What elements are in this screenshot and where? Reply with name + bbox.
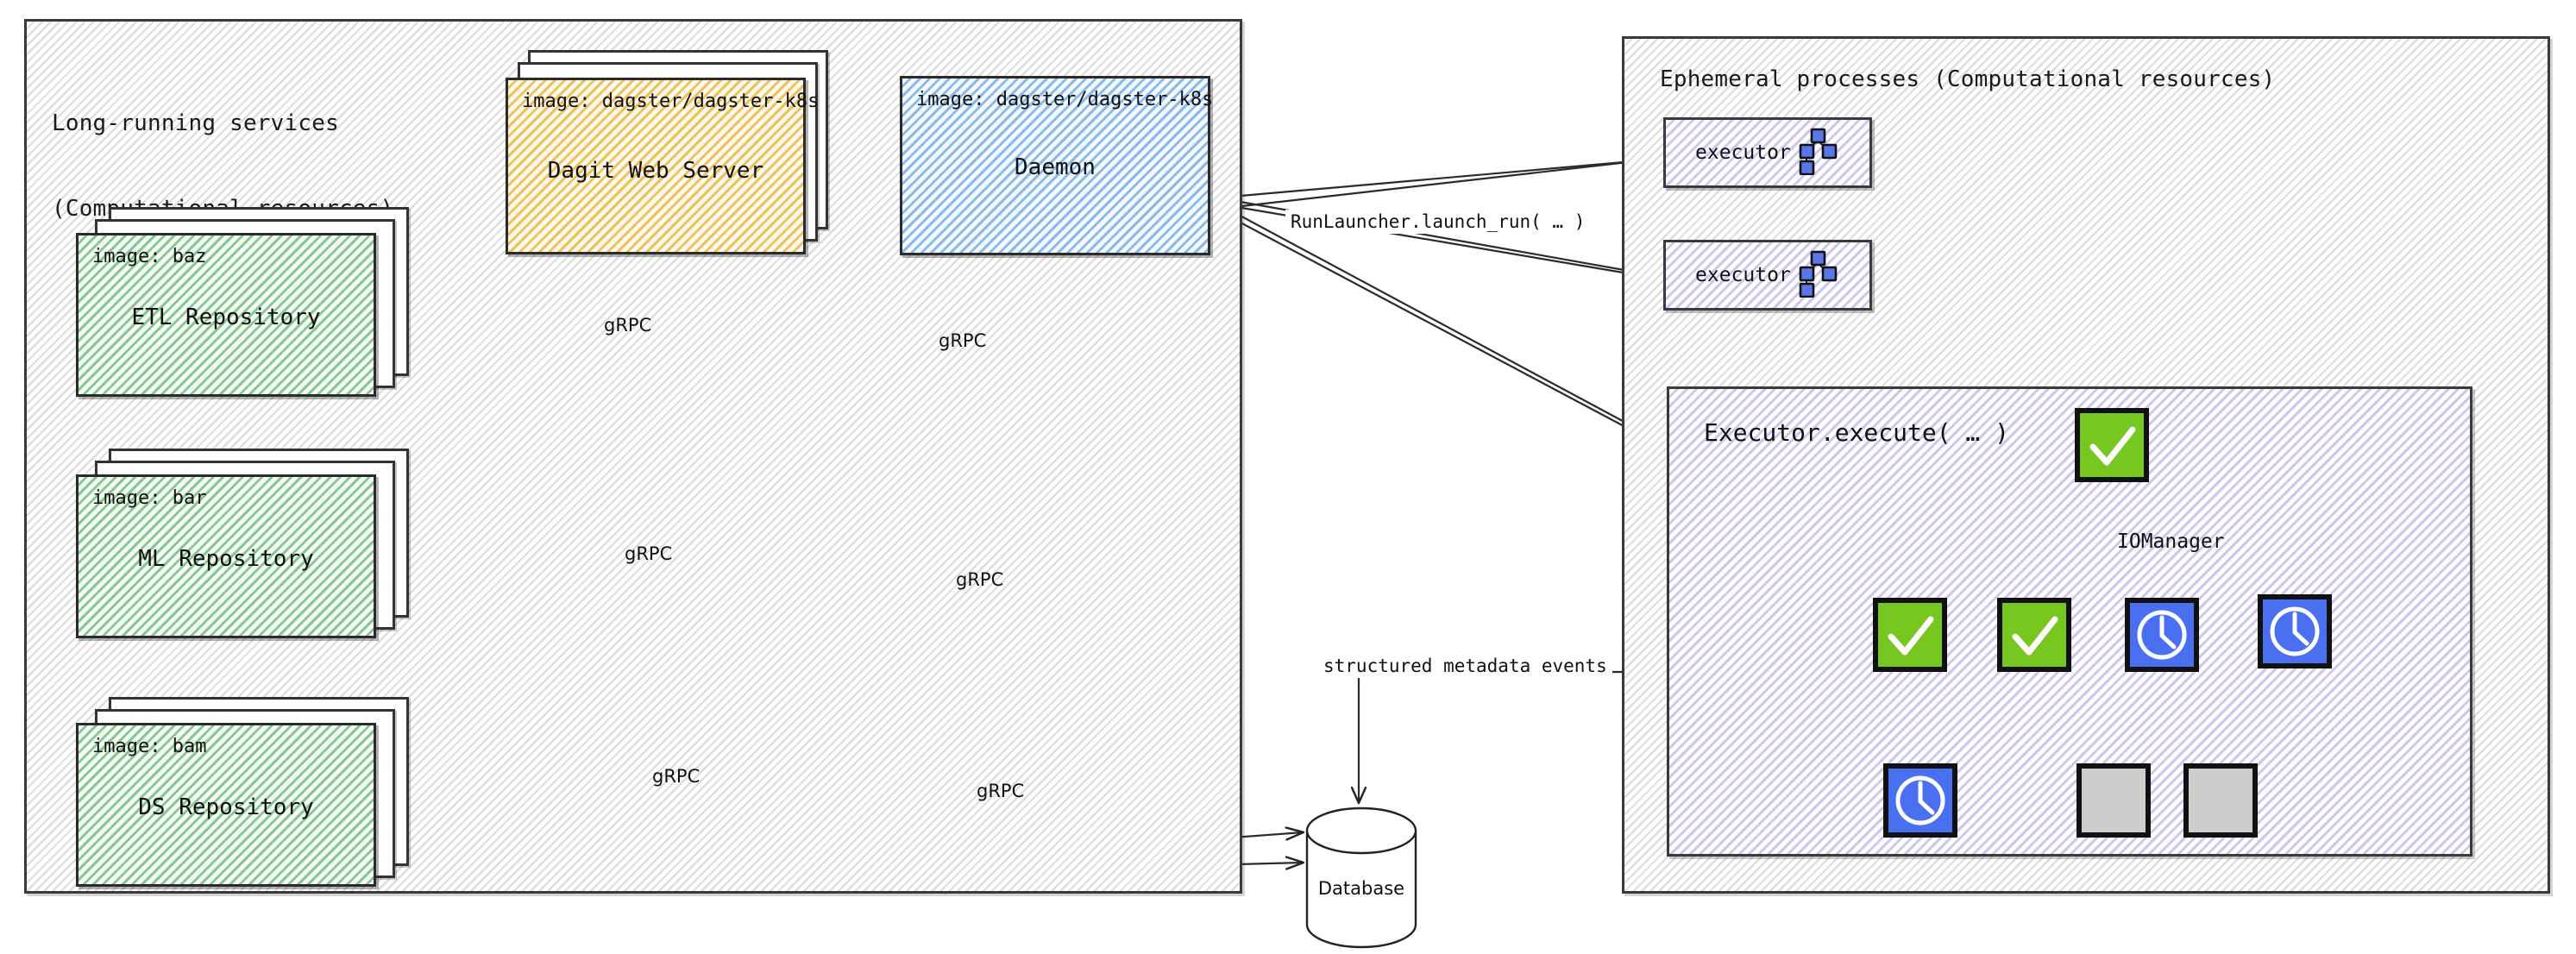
grpc-label-daemon-etl: gRPC (939, 330, 987, 351)
dagit-web-server-card[interactable]: image: dagster/dagster-k8s Dagit Web Ser… (506, 50, 833, 257)
executor-2-label: executor (1695, 264, 1791, 286)
run-launcher-label: RunLauncher.launch_run( … ) (1285, 210, 1591, 234)
dag-icon (1795, 249, 1840, 301)
ml-image-label: image: bar (92, 487, 207, 509)
grpc-label-dagit-ml: gRPC (625, 543, 673, 564)
dag-node-n7-queued[interactable] (2183, 763, 2260, 844)
executor-1-label: executor (1695, 141, 1791, 164)
database-label: Database (1317, 878, 1405, 899)
dag-node-n3-running[interactable] (2124, 597, 2202, 678)
executor-execute-title: Executor.execute( … ) (1704, 418, 2010, 447)
daemon-card[interactable]: image: dagster/dagster-k8s Daemon (900, 76, 1214, 257)
grpc-label-daemon-ds: gRPC (977, 781, 1025, 801)
ml-repository-card[interactable]: image: bar ML Repository (76, 449, 421, 638)
dag-node-n4-running[interactable] (2257, 593, 2334, 675)
etl-title: ETL Repository (131, 304, 321, 330)
executor-box-1[interactable]: executor (1663, 117, 1872, 188)
executor-box-2[interactable]: executor (1663, 240, 1872, 311)
dag-node-n1-success[interactable] (1872, 597, 1950, 678)
ml-title: ML Repository (138, 546, 314, 572)
dagit-image-label: image: dagster/dagster-k8s (522, 91, 820, 112)
etl-image-label: image: baz (92, 246, 207, 267)
dag-node-n0-success[interactable] (2074, 407, 2152, 488)
dag-node-n6-queued[interactable] (2076, 763, 2153, 844)
ml-front[interactable]: image: bar ML Repository (76, 474, 376, 638)
grpc-label-dagit-ds: gRPC (652, 766, 701, 787)
left-panel-title-line1: Long-running services (52, 110, 339, 136)
dag-icon (1795, 127, 1840, 179)
ds-image-label: image: bam (92, 736, 207, 757)
ds-repository-card[interactable]: image: bam DS Repository (76, 697, 421, 887)
dag-node-n2-success[interactable] (1996, 597, 2074, 678)
etl-repository-card[interactable]: image: baz ETL Repository (76, 207, 421, 397)
daemon-title: Daemon (1015, 154, 1096, 180)
ds-title: DS Repository (138, 794, 314, 820)
daemon-image-label: image: dagster/dagster-k8s (916, 89, 1214, 110)
io-manager-label: IOManager (2117, 530, 2225, 553)
ds-front[interactable]: image: bam DS Repository (76, 723, 376, 887)
grpc-label-daemon-ml: gRPC (956, 569, 1004, 590)
structured-metadata-events-label: structured metadata events (1318, 654, 1612, 678)
grpc-label-dagit-etl: gRPC (604, 315, 652, 336)
dag-node-n5-running[interactable] (1882, 763, 1960, 844)
etl-front[interactable]: image: baz ETL Repository (76, 233, 376, 397)
daemon-front[interactable]: image: dagster/dagster-k8s Daemon (900, 76, 1214, 255)
dagit-title: Dagit Web Server (547, 158, 764, 184)
dagit-front[interactable]: image: dagster/dagster-k8s Dagit Web Ser… (506, 78, 819, 254)
right-panel-title: Ephemeral processes (Computational resou… (1660, 66, 2276, 92)
